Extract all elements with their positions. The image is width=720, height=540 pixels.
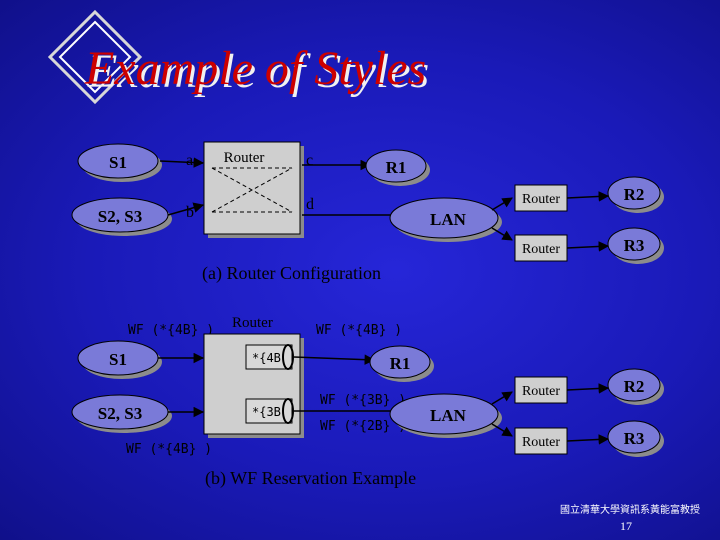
- wf-top-right-label: WF (*{4B} ): [316, 323, 402, 338]
- wf-top-left-label: WF (*{4B} ): [128, 323, 214, 338]
- port-d-label: d: [306, 196, 314, 213]
- node-r1: [365, 149, 427, 183]
- router-r3-box-a: [514, 234, 568, 262]
- wf-bottom-left-label: WF (*{4B} ): [126, 442, 212, 457]
- router-r2-box-b: [514, 376, 568, 404]
- node-lan-a-label: LAN: [430, 210, 467, 229]
- node-lan-b: [389, 393, 499, 435]
- part-b-wf-reservation: WF (*{4B} ) Router WF (*{4B} ) S1 S2, S3…: [71, 315, 664, 489]
- router-r3-label-a: Router: [522, 242, 560, 257]
- caption-a: (a) Router Configuration: [202, 263, 381, 284]
- node-r3-b: [607, 420, 661, 454]
- node-r2-b: [607, 368, 661, 402]
- node-s1-b-label: S1: [109, 350, 127, 369]
- filter-3b-label: *{3B: [252, 405, 281, 419]
- part-a-router-configuration: S1 S2, S3 Router a b c d R1 LAN: [71, 141, 664, 284]
- router-a-label: Router: [224, 150, 265, 166]
- node-r1-b: [369, 345, 431, 379]
- router-r2-label-a: Router: [522, 192, 560, 207]
- router-b-label: Router: [232, 315, 273, 331]
- page-title: Example of Styles: [84, 42, 426, 95]
- filter-3b-bracket-icon: [282, 398, 294, 424]
- filter-4b-label: *{4B: [252, 351, 281, 365]
- router-box-a: [203, 141, 301, 235]
- node-s1: [77, 143, 159, 179]
- port-b-label: b: [186, 204, 194, 221]
- port-a-label: a: [186, 152, 193, 169]
- node-s2-s3-b-label: S2, S3: [98, 404, 142, 423]
- node-r1-label: R1: [386, 158, 407, 177]
- page-number: 17: [620, 519, 632, 533]
- wf-3b-label: WF (*{3B} ): [320, 393, 406, 408]
- node-r2-b-label: R2: [624, 377, 645, 396]
- node-lan-a: [389, 197, 499, 239]
- diamond-logo-icon: [47, 9, 143, 105]
- node-r2-a: [607, 176, 661, 210]
- footer-institution: 國立清華大學資訊系黃能富教授: [560, 503, 700, 516]
- caption-b: (b) WF Reservation Example: [205, 468, 416, 489]
- node-s1-label: S1: [109, 153, 127, 172]
- node-r1-b-label: R1: [390, 354, 411, 373]
- router-r2-box-a: [514, 184, 568, 212]
- node-r2-a-label: R2: [624, 185, 645, 204]
- node-s2-s3-label: S2, S3: [98, 207, 142, 226]
- router-r3-label-b: Router: [522, 435, 560, 450]
- node-lan-b-label: LAN: [430, 406, 467, 425]
- node-r3-b-label: R3: [624, 429, 645, 448]
- wf-2b-label: WF (*{2B} ): [320, 419, 406, 434]
- port-c-label: c: [306, 152, 313, 169]
- filter-4b-bracket-icon: [282, 344, 294, 370]
- node-r3-a-label: R3: [624, 236, 645, 255]
- router-r2-label-b: Router: [522, 384, 560, 399]
- title-shadow: Example of Styles: [87, 45, 429, 98]
- node-r3-a: [607, 227, 661, 261]
